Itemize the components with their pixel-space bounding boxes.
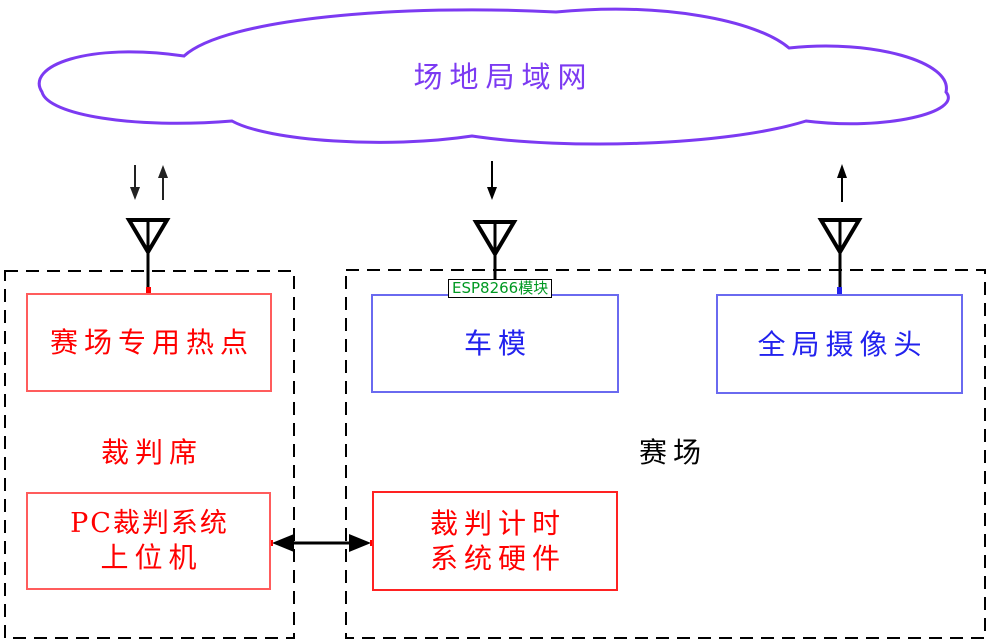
global-camera-label: 全局摄像头 [757,327,928,361]
pc-judge-system-label-line1: PC裁判系统 [70,507,229,539]
esp8266-module-tag: ESP8266模块 [448,279,553,298]
connection-point-red [146,287,151,294]
pc-judge-system-label-line2: 上位机 [100,541,203,575]
global-camera-box: 全局摄像头 [716,294,963,394]
car-model-box: 车模 [371,294,619,393]
antenna-icon [125,218,171,293]
judge-area-label: 裁判席 [100,436,203,469]
connection-point-blue [837,287,842,294]
pc-judge-system-box: PC裁判系统 上位机 [26,492,271,590]
arena-area-border [345,269,986,639]
antenna-icon [817,218,863,293]
up-arrow-icon [837,164,847,202]
judge-area-border [4,270,295,639]
judge-timing-hardware-box: 裁判计时 系统硬件 [372,491,618,591]
bidirectional-arrow-icon [272,534,371,552]
car-model-label: 车模 [463,327,532,360]
judge-timing-label-line1: 裁判计时 [429,507,566,540]
hotspot-box: 赛场专用热点 [26,293,272,392]
down-arrow-icon [487,161,497,200]
judge-timing-label-line2: 系统硬件 [429,542,566,575]
lan-cloud-label: 场地局域网 [413,60,594,94]
connection-point-red [269,540,273,546]
antenna-icon [472,220,518,282]
down-arrow-icon [130,165,140,200]
hotspot-label: 赛场专用热点 [49,326,254,359]
arena-area-label: 赛场 [638,436,707,469]
up-arrow-icon [158,165,168,200]
lan-cloud-shape [37,7,950,146]
